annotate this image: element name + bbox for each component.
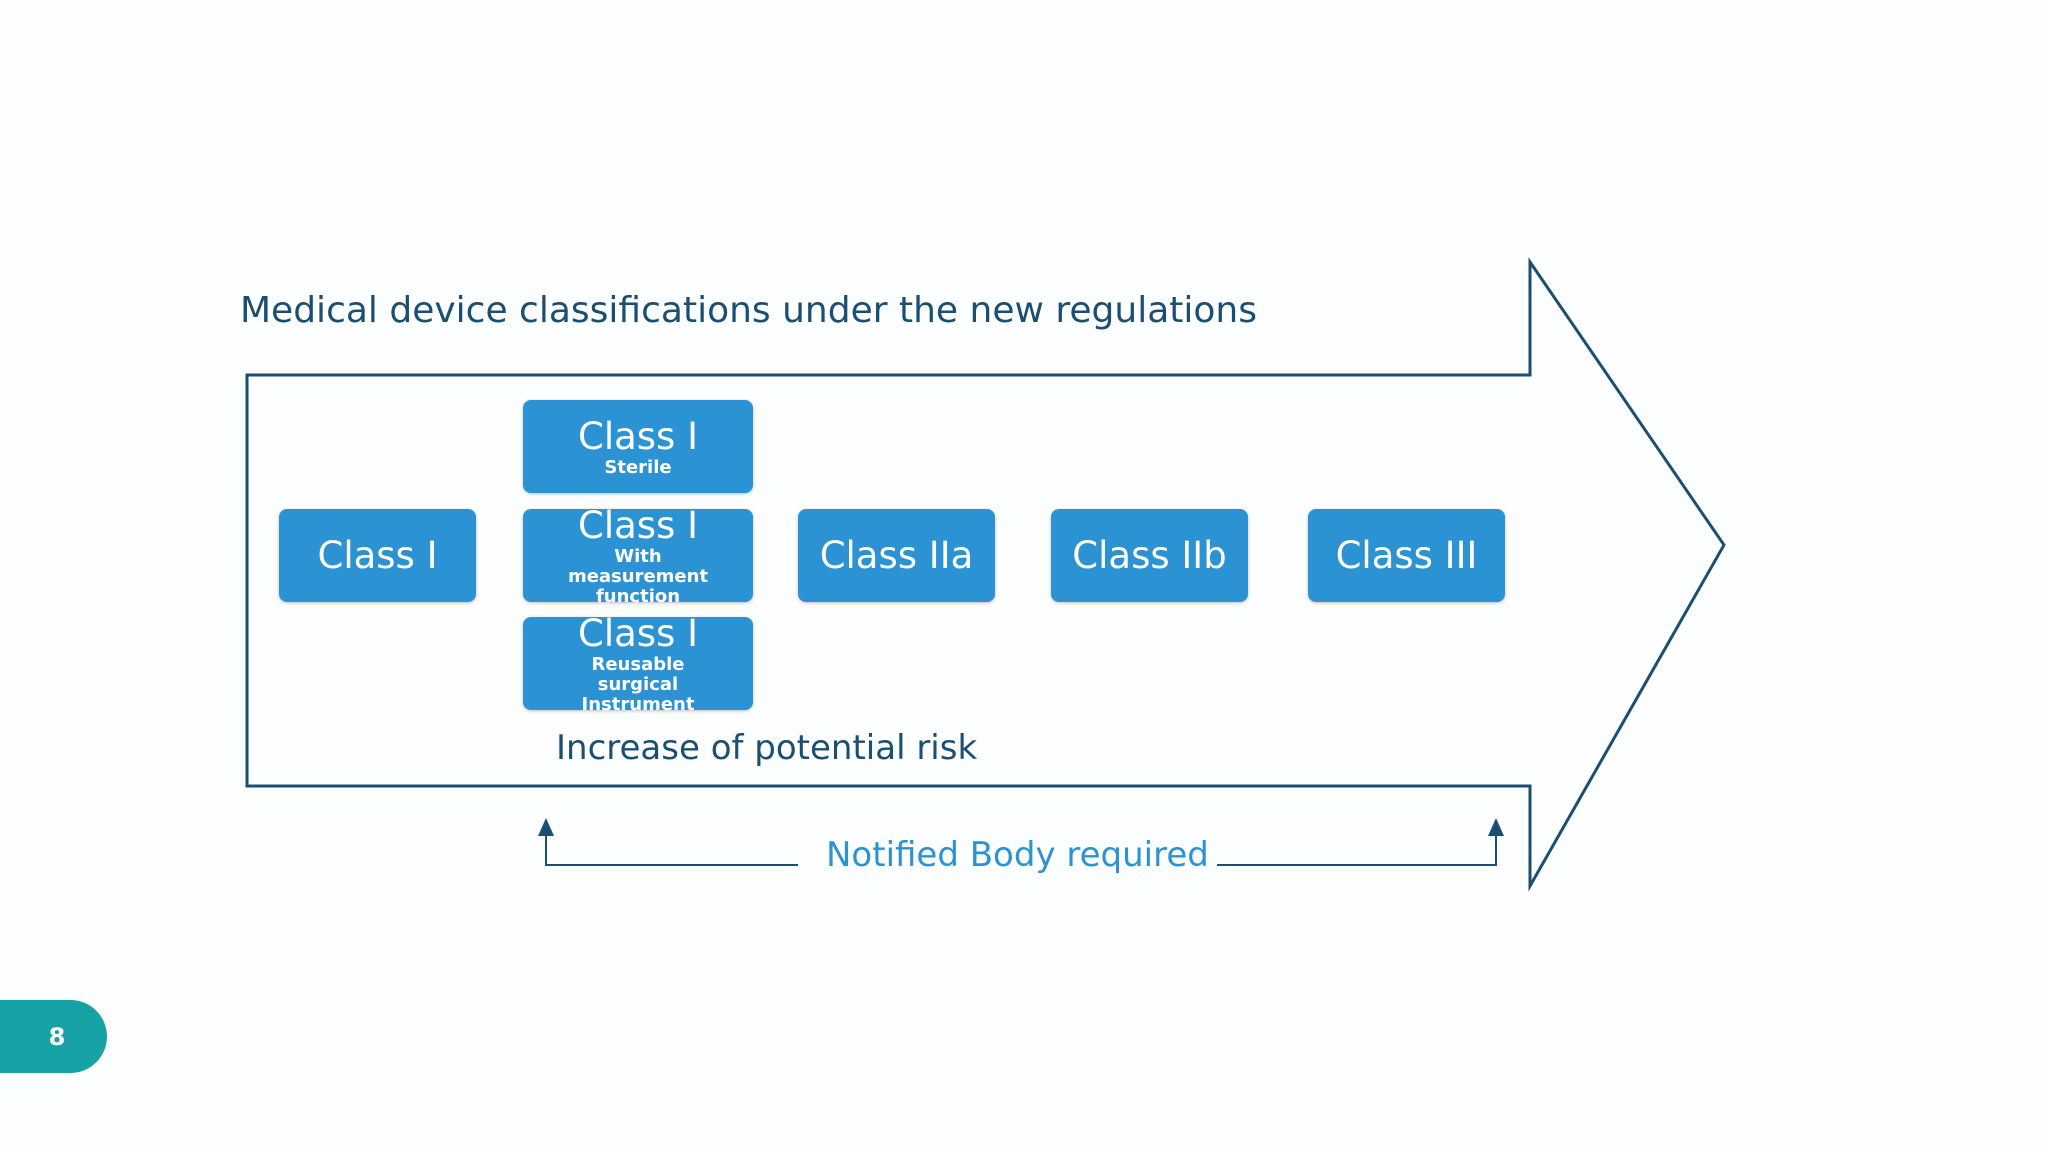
class-label: Class IIb: [1072, 533, 1227, 577]
notified-body-label: Notified Body required: [826, 835, 1209, 875]
class-iib-box: Class IIb: [1051, 509, 1248, 602]
class-sublabel: Reusable surgical Instrument: [581, 653, 695, 715]
page-number-badge: 8: [0, 1000, 107, 1073]
class-i-sterile-box: Class I Sterile: [523, 400, 753, 493]
arrowhead-up-icon: [1488, 818, 1504, 836]
class-sublabel: With measurement function: [567, 545, 709, 607]
page-number: 8: [48, 1022, 66, 1051]
class-iii-box: Class III: [1308, 509, 1505, 602]
notified-bracket-right-line: [1217, 826, 1497, 866]
class-label: Class I: [577, 611, 698, 655]
class-label: Class IIa: [819, 533, 974, 577]
risk-label: Increase of potential risk: [556, 728, 978, 768]
class-label: Class III: [1335, 533, 1478, 577]
class-iia-box: Class IIa: [798, 509, 995, 602]
class-i-measurement-box: Class I With measurement function: [523, 504, 753, 606]
class-sublabel: Sterile: [604, 456, 672, 478]
class-i-reusable-box: Class I Reusable surgical Instrument: [523, 612, 753, 714]
class-label: Class I: [577, 414, 698, 458]
class-i-box: Class I: [279, 509, 476, 602]
notified-bracket-left-line: [545, 826, 798, 866]
class-label: Class I: [317, 533, 438, 577]
arrowhead-up-icon: [538, 818, 554, 836]
diagram-title: Medical device classifications under the…: [240, 290, 1257, 331]
class-label: Class I: [577, 503, 698, 547]
